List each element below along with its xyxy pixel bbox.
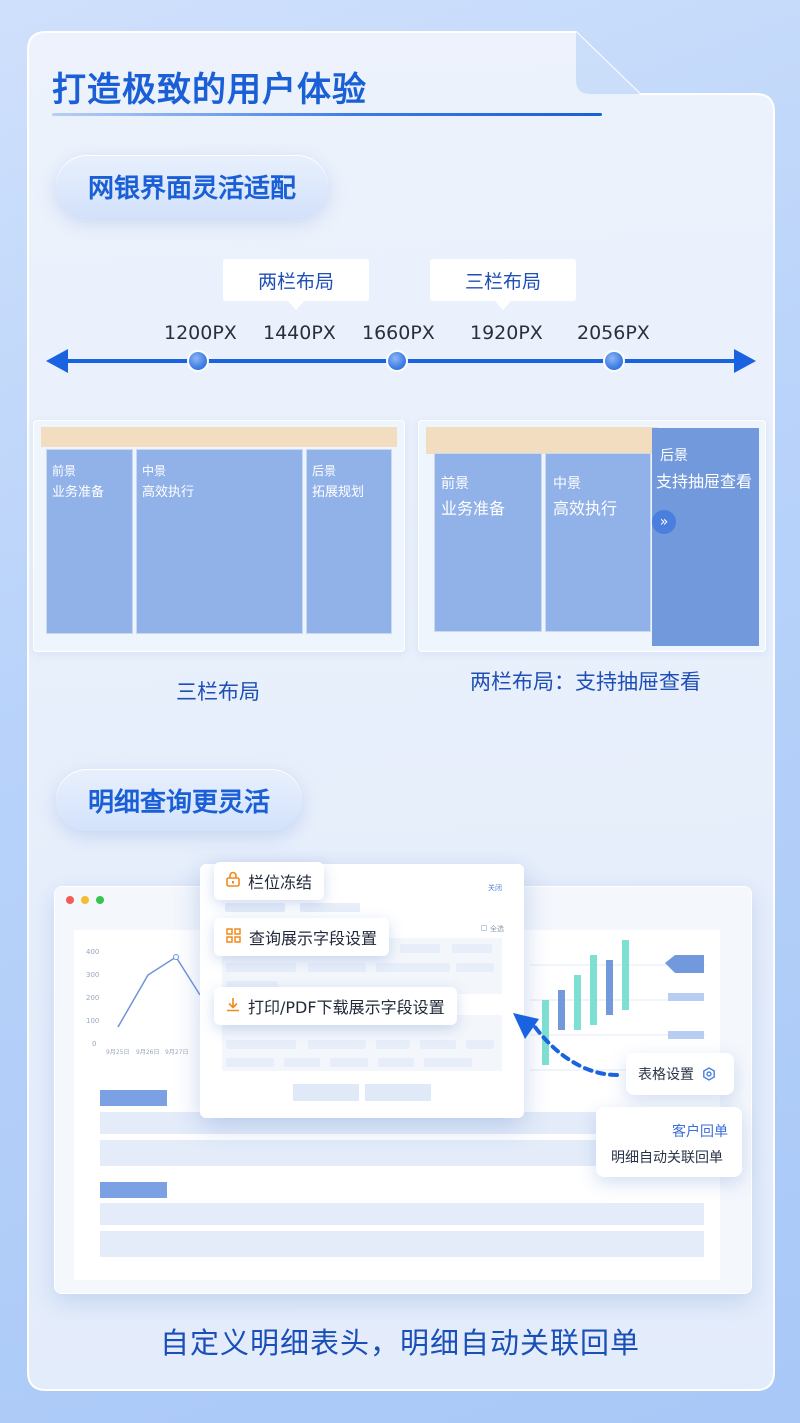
column-title: 后景 xyxy=(312,464,337,478)
column-subtitle: 业务准备 xyxy=(52,485,105,500)
timeline-dot xyxy=(187,350,209,372)
chart-y-tick: 400 xyxy=(86,948,100,956)
chart-x-tick: 9月26日 xyxy=(136,1049,160,1056)
confirm-button[interactable] xyxy=(365,1084,431,1101)
column-subtitle: 高效执行 xyxy=(553,499,618,518)
table-row xyxy=(100,1140,600,1166)
skeleton-line xyxy=(226,1040,296,1049)
column-title: 前景 xyxy=(441,476,469,492)
chart-y-tick: 100 xyxy=(86,1017,100,1025)
skeleton-line xyxy=(226,963,296,972)
section-heading-detail: 明细查询更灵活 xyxy=(56,769,303,831)
skeleton-line xyxy=(376,963,450,972)
timeline-dot xyxy=(603,350,625,372)
breakpoint-label: 1440PX xyxy=(263,322,336,344)
cancel-button[interactable] xyxy=(293,1084,359,1101)
column-title: 中景 xyxy=(553,476,581,492)
skeleton-line xyxy=(284,1058,320,1067)
page-title: 打造极致的用户体验 xyxy=(52,70,367,110)
close-dot-icon[interactable] xyxy=(66,896,74,904)
skeleton-line xyxy=(400,944,440,953)
print-fields-option[interactable]: 打印/PDF下载展示字段设置 xyxy=(214,987,457,1025)
skeleton-line xyxy=(456,963,494,972)
arrow-right-icon xyxy=(734,349,756,373)
section-marker xyxy=(100,1182,167,1198)
arrow-left-icon xyxy=(46,349,68,373)
freeze-column-option[interactable]: 栏位冻结 xyxy=(214,862,325,900)
breakpoint-label: 1660PX xyxy=(362,322,435,344)
title-underline xyxy=(52,113,602,116)
timeline-dot xyxy=(386,350,408,372)
skeleton-line xyxy=(376,1040,410,1049)
select-all-checkbox[interactable] xyxy=(481,925,487,931)
table-row xyxy=(100,1231,704,1257)
breakpoint-label: 1920PX xyxy=(470,322,543,344)
footer-caption: 自定义明细表头，明细自动关联回单 xyxy=(159,1326,640,1360)
maximize-dot-icon[interactable] xyxy=(96,896,104,904)
tag-two-column: 两栏布局 xyxy=(223,259,369,310)
mini-bar-chart xyxy=(530,940,705,1071)
skeleton-line xyxy=(226,1058,274,1067)
column-title: 前景 xyxy=(52,464,77,478)
skeleton-line xyxy=(225,903,285,912)
grid-icon xyxy=(226,927,241,947)
chart-x-tick: 9月27日 xyxy=(165,1049,189,1056)
diagram-column xyxy=(136,449,303,634)
download-icon xyxy=(226,997,240,1016)
column-title: 中景 xyxy=(142,464,167,478)
table-row xyxy=(100,1203,704,1225)
chart-y-tick: 200 xyxy=(86,994,100,1002)
diagram-column xyxy=(545,453,651,632)
table-settings-label: 表格设置 xyxy=(638,1067,694,1083)
skeleton-line xyxy=(420,1040,456,1049)
layout-caption: 两栏布局：支持抽屉查看 xyxy=(470,670,701,694)
skeleton-line xyxy=(378,1058,414,1067)
drawer-expand-icon[interactable]: » xyxy=(652,510,676,534)
section-marker xyxy=(100,1090,167,1106)
tag-three-column: 三栏布局 xyxy=(430,259,576,310)
pointer-arrow-icon xyxy=(513,1013,619,1077)
chart-y-tick: 0 xyxy=(92,1040,97,1048)
receipt-link[interactable]: 客户回单 xyxy=(672,1124,728,1140)
breakpoint-label: 1200PX xyxy=(164,322,237,344)
column-subtitle: 高效执行 xyxy=(142,485,195,500)
drawer-subtitle: 支持抽屉查看 xyxy=(656,472,753,491)
chart-y-tick: 300 xyxy=(86,971,100,979)
drawer-title: 后景 xyxy=(660,448,688,464)
column-subtitle: 拓展规划 xyxy=(312,485,365,500)
skeleton-line xyxy=(424,1058,472,1067)
receipt-card xyxy=(596,1107,742,1177)
column-subtitle: 业务准备 xyxy=(441,499,506,518)
receipt-description: 明细自动关联回单 xyxy=(611,1150,723,1166)
section-heading-adaptive: 网银界面灵活适配 xyxy=(56,155,329,217)
table-settings-button[interactable]: 表格设置 xyxy=(626,1053,734,1095)
settings-icon xyxy=(703,1067,715,1081)
chart-x-tick: 9月25日 xyxy=(106,1049,130,1056)
diagram-column xyxy=(434,453,542,632)
layout-caption: 三栏布局 xyxy=(176,680,260,704)
diagram-column xyxy=(46,449,133,634)
select-all-label: 全选 xyxy=(490,925,504,933)
drawer-panel[interactable] xyxy=(652,428,759,646)
lock-icon xyxy=(226,871,240,891)
option-label: 查询展示字段设置 xyxy=(249,929,378,948)
skeleton-line xyxy=(452,944,492,953)
skeleton-line xyxy=(330,1058,368,1067)
diagram-column xyxy=(306,449,392,634)
skeleton-line xyxy=(300,903,360,912)
option-label: 栏位冻结 xyxy=(248,873,313,892)
skeleton-line xyxy=(466,1040,494,1049)
query-fields-option[interactable]: 查询展示字段设置 xyxy=(214,918,390,956)
minimize-dot-icon[interactable] xyxy=(81,896,89,904)
diagram-header-bar xyxy=(426,427,658,454)
close-link[interactable]: 关闭 xyxy=(488,884,502,892)
mini-line-chart xyxy=(117,954,201,1028)
skeleton-line xyxy=(308,1040,366,1049)
skeleton-line xyxy=(226,981,278,990)
skeleton-line xyxy=(308,963,366,972)
breakpoint-label: 2056PX xyxy=(577,322,650,344)
diagram-header-bar xyxy=(41,427,397,447)
option-label: 打印/PDF下载展示字段设置 xyxy=(248,998,445,1017)
